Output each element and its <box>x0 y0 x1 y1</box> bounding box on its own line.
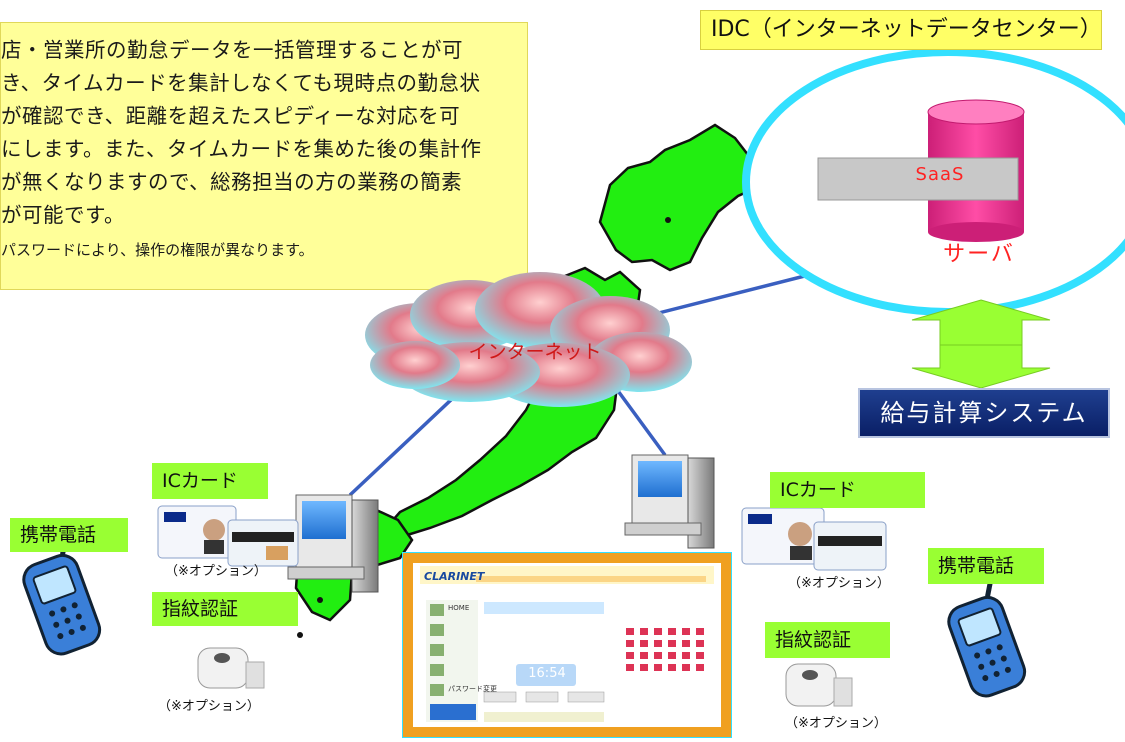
portal-screenshot <box>402 552 732 738</box>
description-line: が無くなりますので、総務担当の方の業務の簡素 <box>1 170 463 194</box>
line-internet-to-left-pc <box>348 380 472 497</box>
ic-card-option: （※オプション） <box>788 576 890 591</box>
description-line: 店・営業所の勤怠データを一括管理することが可 <box>1 38 463 62</box>
island <box>317 597 323 603</box>
portal-menu-item: パスワード変更 <box>448 685 497 693</box>
portal-clock: 16:54 <box>528 666 566 681</box>
fingerprint-label: 指紋認証 <box>765 622 890 658</box>
ic-card-icon <box>157 505 299 567</box>
computer-icon <box>287 494 379 593</box>
fingerprint-label: 指紋認証 <box>152 592 298 626</box>
idc-label: IDC（インターネットデータセンター） <box>700 10 1102 50</box>
internet-cloud <box>365 272 692 407</box>
island <box>297 632 303 638</box>
phone-label: 携帯電話 <box>10 518 128 552</box>
ic-card-label: ICカード <box>770 472 925 508</box>
double-arrow-icon <box>911 299 1051 389</box>
description-line: き、タイムカードを集計しなくても現時点の勤怠状 <box>1 71 481 95</box>
saas-bar <box>817 157 1019 201</box>
mobile-phone-icon <box>947 573 1027 698</box>
description-note: 店・営業所の勤怠データを一括管理することが可 き、タイムカードを集計しなくても現… <box>0 22 528 290</box>
portal-logo: CLARINET <box>424 570 485 583</box>
fingerprint-option: （※オプション） <box>158 699 260 714</box>
portal-menu-item: HOME <box>448 604 470 612</box>
fingerprint-option: （※オプション） <box>785 716 887 731</box>
ic-card-label: ICカード <box>152 463 268 499</box>
saas-label: SaaS <box>915 164 965 185</box>
description-note-text: パスワードにより、操作の権限が異なります。 <box>1 241 314 259</box>
server-label: サーバ <box>943 242 1015 267</box>
ic-card-icon <box>741 507 887 571</box>
island <box>665 217 671 223</box>
internet-label: インターネット <box>468 341 602 363</box>
fingerprint-reader-icon <box>197 647 265 689</box>
ic-card-option: （※オプション） <box>165 564 267 579</box>
phone-label: 携帯電話 <box>928 548 1044 584</box>
line-internet-to-right-pc <box>608 378 667 457</box>
description-line: にします。また、タイムカードを集めた後の集計作 <box>1 137 482 161</box>
computer-icon <box>624 454 715 549</box>
payroll-system-box: 給与計算システム <box>858 388 1110 438</box>
fingerprint-reader-icon <box>785 663 853 707</box>
description-line: が可能です。 <box>1 203 125 227</box>
description-line: が確認でき、距離を超えたスピディーな対応を可 <box>1 104 461 128</box>
